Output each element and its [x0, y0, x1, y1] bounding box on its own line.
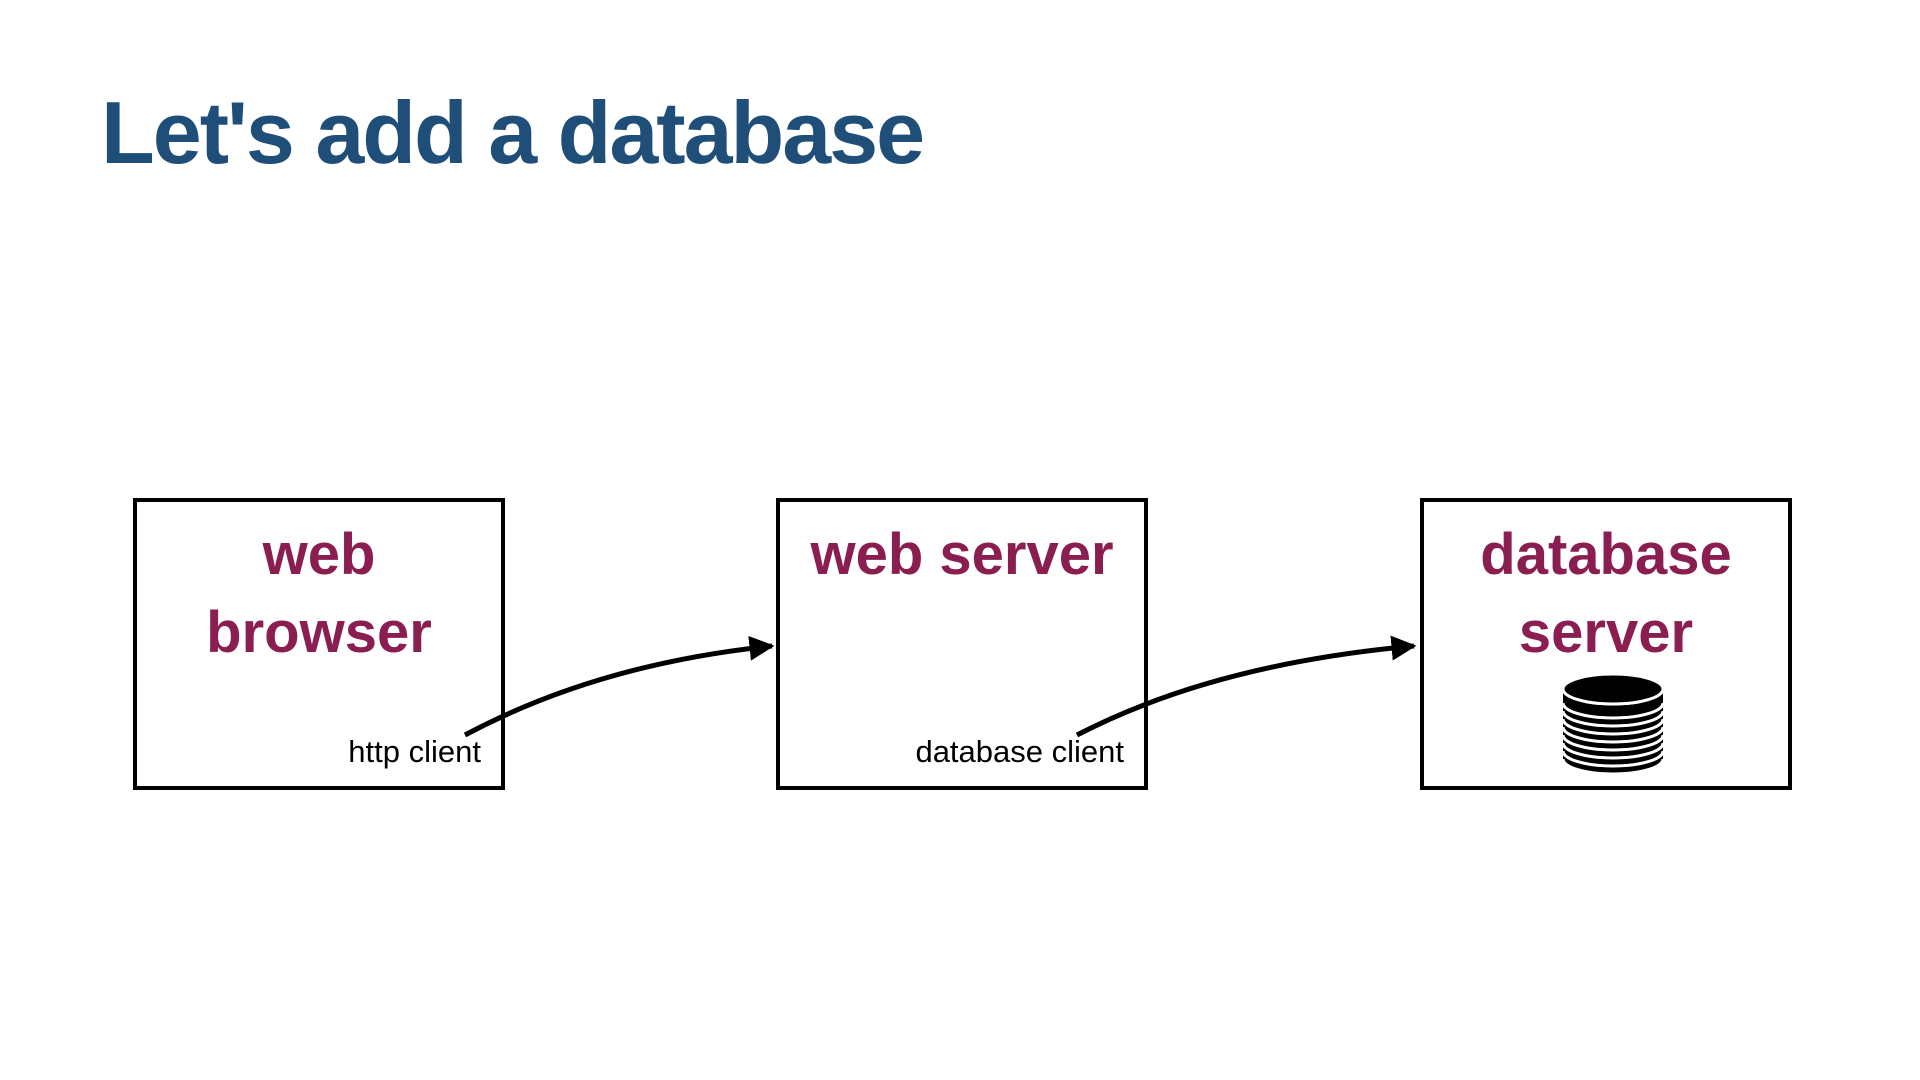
arrow-browser-to-server [463, 635, 775, 738]
database-server-label: database server [1480, 522, 1732, 665]
web-browser-label: web browser [206, 522, 432, 665]
web-browser-node: web browser http client [133, 498, 505, 790]
web-server-label: web server [810, 522, 1114, 587]
database-icon [1561, 672, 1665, 776]
page-title: Let's add a database [101, 83, 925, 182]
http-client-label: http client [348, 734, 481, 769]
database-client-label: database client [915, 734, 1124, 769]
database-server-node: database server [1420, 498, 1792, 790]
web-server-node: web server database client [776, 498, 1148, 790]
